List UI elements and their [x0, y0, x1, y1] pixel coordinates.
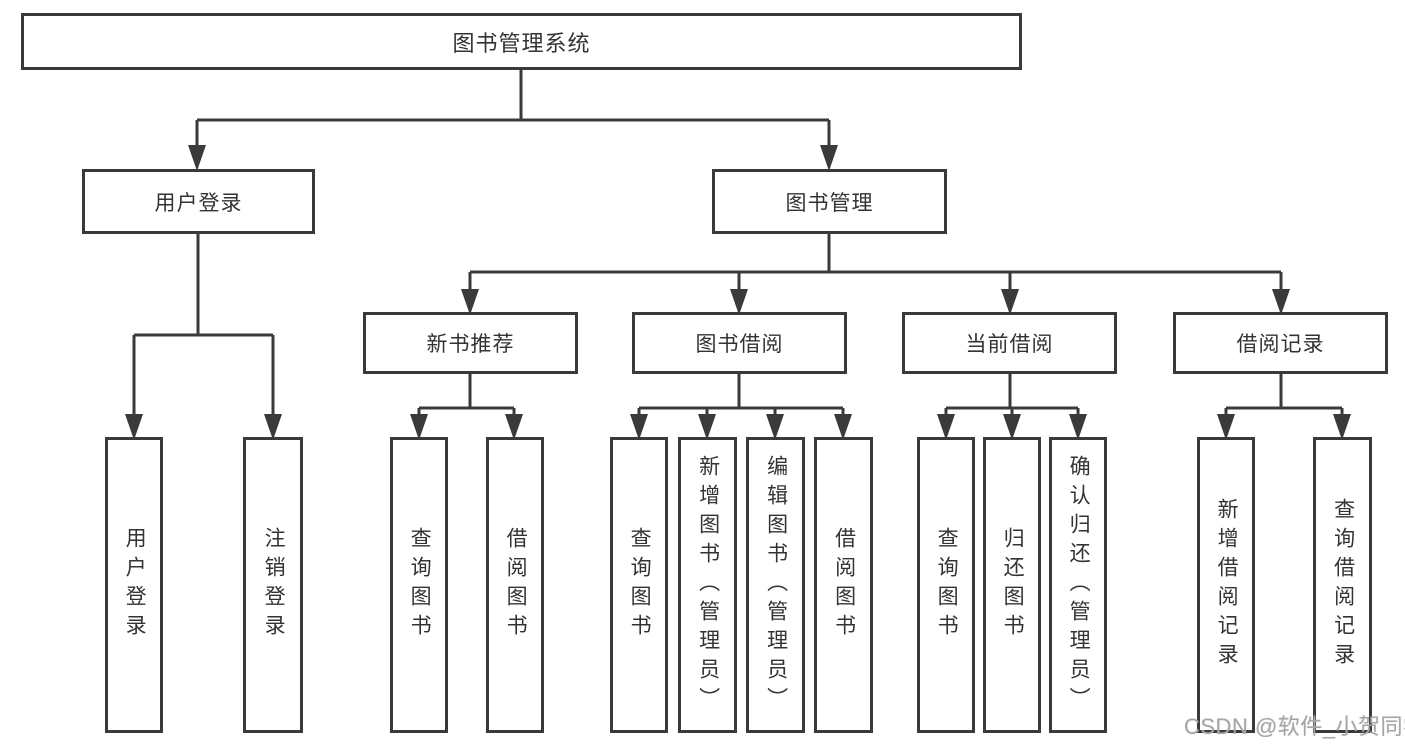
node-label: 用户登录	[123, 527, 147, 643]
node-book-borrowing: 图书借阅	[632, 312, 847, 374]
node-label: 编辑图书（管理员）	[764, 454, 788, 716]
node-book-management: 图书管理	[712, 169, 947, 234]
leaf-borrow-books: 借阅图书	[814, 437, 873, 733]
leaf-confirm-return-admin: 确认归还（管理员）	[1049, 437, 1107, 733]
node-label: 注销登录	[262, 527, 286, 643]
node-label: 归还图书	[1001, 527, 1025, 643]
leaf-borrow-query-books: 查询图书	[610, 437, 668, 733]
csdn-watermark: CSDN @软件_小贺同学	[1184, 714, 1405, 739]
node-label: 查询借阅记录	[1331, 498, 1355, 672]
node-label: 查询图书	[935, 527, 959, 643]
node-label: 确认归还（管理员）	[1067, 454, 1091, 716]
node-current-borrowing: 当前借阅	[902, 312, 1117, 374]
leaf-edit-books-admin: 编辑图书（管理员）	[746, 437, 805, 733]
node-label: 新增图书（管理员）	[696, 454, 720, 716]
leaf-user-login: 用户登录	[105, 437, 163, 733]
leaf-return-books: 归还图书	[983, 437, 1041, 733]
leaf-add-borrow-record: 新增借阅记录	[1197, 437, 1255, 733]
leaf-current-query-books: 查询图书	[917, 437, 975, 733]
node-library-management-system: 图书管理系统	[21, 13, 1022, 70]
leaf-query-borrow-record: 查询借阅记录	[1313, 437, 1372, 733]
node-label: 借阅图书	[504, 527, 528, 643]
leaf-newbook-query-books: 查询图书	[390, 437, 448, 733]
node-label: 借阅图书	[832, 527, 856, 643]
node-label: 查询图书	[628, 527, 652, 643]
node-label: 查询图书	[408, 527, 432, 643]
node-label: 新增借阅记录	[1215, 498, 1239, 672]
node-borrowing-records: 借阅记录	[1173, 312, 1388, 374]
leaf-logout-login: 注销登录	[243, 437, 303, 733]
arrowheads	[125, 145, 1351, 440]
leaf-add-books-admin: 新增图书（管理员）	[678, 437, 737, 733]
connector-paths	[132, 70, 1344, 418]
node-new-book-recommendation: 新书推荐	[363, 312, 578, 374]
node-user-login: 用户登录	[82, 169, 315, 234]
leaf-newbook-borrow-books: 借阅图书	[486, 437, 544, 733]
